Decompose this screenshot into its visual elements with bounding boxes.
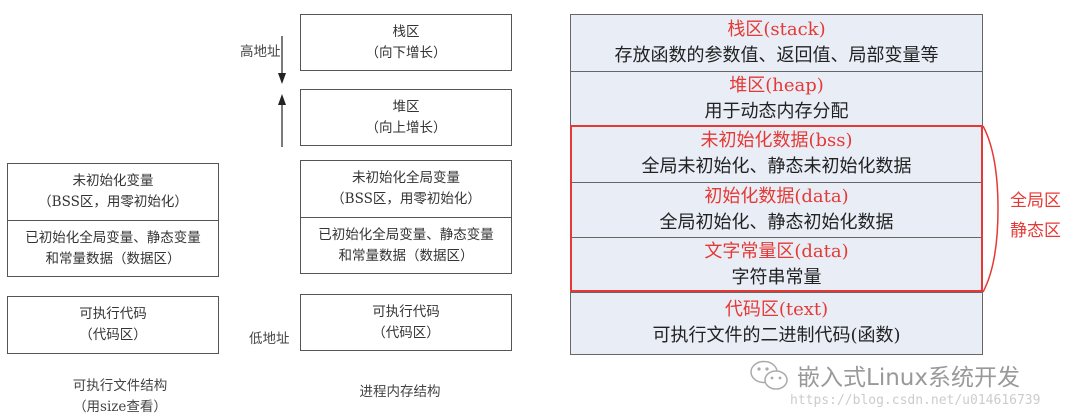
growth-arrows [278,36,286,147]
proc-heap-box: 堆区 （向上增长） [300,89,512,146]
exe-data-line1: 已初始化全局变量、静态变量 [25,229,201,246]
exe-bss-data-box: 未初始化变量 （BSS区，用零初始化） 已初始化全局变量、静态变量 和常量数据（… [7,163,219,277]
low-address-label: 低地址 [249,331,290,347]
row-bss: 未初始化数据(bss) 全局未初始化、静态未初始化数据 [571,126,982,183]
row-desc: 存放函数的参数值、返回值、局部变量等 [614,45,939,66]
brace-icon [982,125,999,293]
proc-bss-data-box: 未初始化全局变量 （BSS区，用零初始化） 已初始化全局变量、静态变量 和常量数… [300,160,512,274]
proc-heap-line2: （向上增长） [365,119,447,136]
row-data: 初始化数据(data) 全局初始化、静态初始化数据 [571,182,982,238]
row-desc: 全局未初始化、静态未初始化数据 [641,156,912,177]
exe-code-line1: 可执行代码 [79,306,147,322]
proc-stack-line2: （向下增长） [365,44,447,61]
exe-caption-line2: （用size查看） [73,399,167,415]
row-rodata: 文字常量区(data) 字符串常量 [571,237,982,293]
exe-bss-line2: （BSS区，用零初始化） [38,194,188,210]
row-text: 代码区(text) 可执行文件的二进制代码(函数) [571,292,982,354]
proc-heap-section: 堆区 （向上增长） [301,90,511,145]
proc-data-section: 已初始化全局变量、静态变量 和常量数据（数据区） [301,218,511,273]
proc-code-section: 可执行代码 （代码区） [301,295,511,350]
proc-stack-line1: 栈区 [392,23,420,40]
global-static-highlight [570,125,983,292]
row-title: 代码区(text) [724,299,829,320]
exe-caption: 可执行文件结构 （用size查看） [40,376,200,418]
exe-caption-line1: 可执行文件结构 [72,378,168,394]
proc-bss-section: 未初始化全局变量 （BSS区，用零初始化） [301,161,511,218]
row-title: 未初始化数据(bss) [700,130,853,151]
proc-code-line1: 可执行代码 [372,303,440,320]
exe-data-section: 已初始化全局变量、静态变量 和常量数据（数据区） [8,221,218,276]
proc-caption: 进程内存结构 [359,384,441,400]
memory-layout-table: 栈区(stack) 存放函数的参数值、返回值、局部变量等 堆区(heap) 用于… [570,14,983,355]
row-title: 初始化数据(data) [704,185,849,207]
proc-code-line2: （代码区） [372,324,440,341]
exe-bss-line1: 未初始化变量 [72,173,154,189]
global-static-label: 全局区 静态区 [1010,186,1061,246]
high-address-label: 高地址 [240,44,281,60]
row-desc: 用于动态内存分配 [704,100,849,122]
proc-data-line1: 已初始化全局变量、静态变量 [318,226,494,243]
exe-code-section: 可执行代码 （代码区） [8,297,218,353]
wechat-icon [750,360,788,390]
row-desc: 字符串常量 [731,266,822,288]
row-desc: 全局初始化、静态初始化数据 [659,211,894,233]
row-title: 文字常量区(data) [704,240,849,262]
row-desc: 可执行文件的二进制代码(函数) [652,325,901,346]
static-area-label: 静态区 [1010,221,1061,241]
proc-data-line2: 和常量数据（数据区） [338,247,474,264]
exe-data-line2: 和常量数据（数据区） [45,250,181,267]
row-title: 栈区(stack) [727,19,826,40]
proc-code-box: 可执行代码 （代码区） [300,294,512,351]
proc-bss-line2: （BSS区，用零初始化） [331,191,481,207]
watermark-url: https://blog.csdn.net/u014616739 [790,393,1041,408]
proc-stack-box: 栈区 （向下增长） [300,14,512,71]
proc-stack-section: 栈区 （向下增长） [301,15,511,70]
up-arrow-icon [278,94,286,147]
watermark-brand: 嵌入式Linux系统开发 [797,365,1020,391]
global-area-label: 全局区 [1010,191,1061,211]
down-arrow-icon [278,36,286,84]
exe-code-line2: （代码区） [79,327,147,343]
row-stack: 栈区(stack) 存放函数的参数值、返回值、局部变量等 [571,15,982,72]
row-heap: 堆区(heap) 用于动态内存分配 [571,71,982,127]
row-title: 堆区(heap) [729,74,824,96]
exe-code-box: 可执行代码 （代码区） [7,296,219,354]
proc-heap-line1: 堆区 [392,98,420,115]
proc-bss-line1: 未初始化全局变量 [352,170,460,186]
exe-bss-section: 未初始化变量 （BSS区，用零初始化） [8,164,218,221]
